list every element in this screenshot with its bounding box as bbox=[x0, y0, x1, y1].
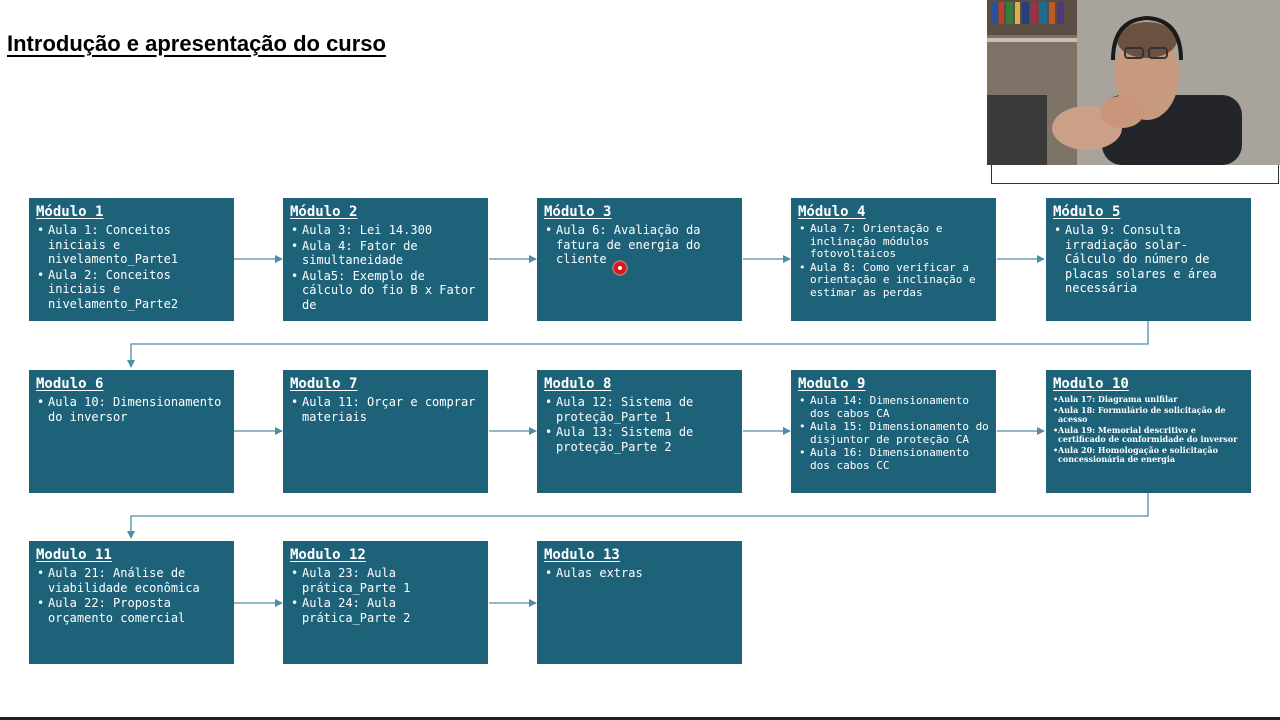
lesson-item: Aula 1: Conceitos iniciais e nivelamento… bbox=[36, 223, 228, 267]
module-title: Modulo 13 bbox=[544, 547, 620, 563]
webcam-frame-border bbox=[991, 165, 1279, 184]
lesson-item: Aula 13: Sistema de proteção_Parte 2 bbox=[544, 425, 736, 454]
lesson-item: Aula 3: Lei 14.300 bbox=[290, 223, 482, 238]
module-box-8: Modulo 8 Aula 12: Sistema de proteção_Pa… bbox=[537, 370, 742, 493]
module-title: Modulo 11 bbox=[36, 547, 112, 563]
lesson-item: Aula 16: Dimensionamento dos cabos CC bbox=[798, 446, 990, 472]
lesson-item: Aula 20: Homologação e solicitação conce… bbox=[1053, 445, 1245, 465]
module-box-11: Modulo 11 Aula 21: Análise de viabilidad… bbox=[29, 541, 234, 664]
module-box-3: Módulo 3 Aula 6: Avaliação da fatura de … bbox=[537, 198, 742, 321]
module-title: Módulo 4 bbox=[798, 204, 866, 220]
module-title: Modulo 7 bbox=[290, 376, 358, 392]
lesson-item: Aula 4: Fator de simultaneidade bbox=[290, 239, 482, 268]
lesson-item: Aula 6: Avaliação da fatura de energia d… bbox=[544, 223, 736, 267]
arrow-10-11 bbox=[127, 492, 1149, 539]
module-box-7: Modulo 7 Aula 11: Orçar e comprar materi… bbox=[283, 370, 488, 493]
page-title: Introdução e apresentação do curso bbox=[7, 31, 386, 56]
module-box-5: Módulo 5 Aula 9: Consulta irradiação sol… bbox=[1046, 198, 1251, 321]
module-title: Módulo 5 bbox=[1053, 204, 1121, 220]
lesson-item: Aula 9: Consulta irradiação solar- Cálcu… bbox=[1053, 223, 1245, 296]
lesson-item: Aula 23: Aula prática_Parte 1 bbox=[290, 566, 482, 595]
lesson-item: Aula 7: Orientação e inclinação módulos … bbox=[798, 222, 990, 261]
module-title: Modulo 12 bbox=[290, 547, 366, 563]
presenter-image bbox=[987, 0, 1280, 165]
lesson-item: Aula 22: Proposta orçamento comercial bbox=[36, 596, 228, 625]
lesson-item: Aula 11: Orçar e comprar materiais bbox=[290, 395, 482, 424]
laser-pointer-icon bbox=[614, 262, 626, 274]
module-title: Modulo 8 bbox=[544, 376, 612, 392]
module-box-10: Modulo 10 Aula 17: Diagrama unifilar Aul… bbox=[1046, 370, 1251, 493]
module-box-13: Modulo 13 Aulas extras bbox=[537, 541, 742, 664]
webcam-video bbox=[987, 0, 1280, 165]
module-box-6: Modulo 6 Aula 10: Dimensionamento do inv… bbox=[29, 370, 234, 493]
module-box-2: Módulo 2 Aula 3: Lei 14.300 Aula 4: Fato… bbox=[283, 198, 488, 321]
module-title: Modulo 10 bbox=[1053, 376, 1129, 392]
module-box-12: Modulo 12 Aula 23: Aula prática_Parte 1 … bbox=[283, 541, 488, 664]
lesson-item: Aula 18: Formulário de solicitação de ac… bbox=[1053, 405, 1245, 425]
lesson-item: Aula 14: Dimensionamento dos cabos CA bbox=[798, 394, 990, 420]
module-box-4: Módulo 4 Aula 7: Orientação e inclinação… bbox=[791, 198, 996, 321]
lesson-item: Aula 15: Dimensionamento do disjuntor de… bbox=[798, 420, 990, 446]
lesson-item: Aulas extras bbox=[544, 566, 736, 581]
module-title: Módulo 2 bbox=[290, 204, 358, 220]
lesson-item: Aula5: Exemplo de cálculo do fio B x Fat… bbox=[290, 269, 482, 313]
bottom-divider bbox=[0, 717, 1280, 720]
lesson-item: Aula 2: Conceitos iniciais e nivelamento… bbox=[36, 268, 228, 312]
module-title: Modulo 9 bbox=[798, 376, 866, 392]
module-title: Módulo 1 bbox=[36, 204, 104, 220]
module-title: Modulo 6 bbox=[36, 376, 104, 392]
lesson-item: Aula 17: Diagrama unifilar bbox=[1053, 394, 1245, 405]
lesson-item: Aula 21: Análise de viabilidade econômic… bbox=[36, 566, 228, 595]
lesson-item: Aula 24: Aula prática_Parte 2 bbox=[290, 596, 482, 625]
module-box-1: Módulo 1 Aula 1: Conceitos iniciais e ni… bbox=[29, 198, 234, 321]
lesson-item: Aula 10: Dimensionamento do inversor bbox=[36, 395, 228, 424]
lesson-item: Aula 12: Sistema de proteção_Parte 1 bbox=[544, 395, 736, 424]
lesson-item: Aula 8: Como verificar a orientação e in… bbox=[798, 261, 990, 300]
module-title: Módulo 3 bbox=[544, 204, 612, 220]
arrow-5-6 bbox=[127, 320, 1149, 368]
module-box-9: Modulo 9 Aula 14: Dimensionamento dos ca… bbox=[791, 370, 996, 493]
lesson-item: Aula 19: Memorial descritivo e certifica… bbox=[1053, 425, 1245, 445]
